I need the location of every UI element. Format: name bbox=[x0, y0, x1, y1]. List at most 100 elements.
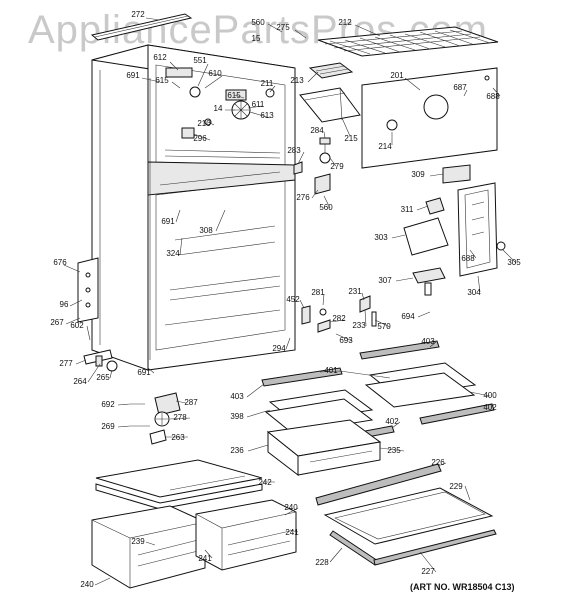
part-callout-307: 307 bbox=[378, 276, 392, 285]
part-callout-231: 231 bbox=[348, 287, 362, 296]
part-callout-308: 308 bbox=[199, 226, 213, 235]
part-callout-611: 611 bbox=[252, 100, 265, 109]
part-callout-215: 215 bbox=[344, 134, 358, 143]
part-callout-691: 691 bbox=[161, 217, 175, 226]
duct-304 bbox=[457, 182, 498, 277]
knob-311 bbox=[425, 197, 445, 215]
door-trim-272 bbox=[90, 13, 193, 41]
cabinet bbox=[91, 44, 296, 371]
part-callout-213: 213 bbox=[290, 76, 304, 85]
part-callout-694: 694 bbox=[401, 312, 415, 321]
part-callout-687: 687 bbox=[453, 83, 467, 92]
part-callout-212: 212 bbox=[338, 18, 352, 27]
part-callout-402: 402 bbox=[385, 417, 399, 426]
part-callout-688: 688 bbox=[461, 254, 475, 263]
housing-303 bbox=[403, 217, 449, 256]
part-callout-304: 304 bbox=[467, 288, 481, 297]
part-callout-201: 201 bbox=[390, 71, 404, 80]
pan-236 bbox=[266, 419, 382, 477]
part-callout-688: 688 bbox=[486, 92, 500, 101]
damper-284 bbox=[319, 137, 331, 164]
part-callout-401: 401 bbox=[324, 366, 338, 375]
part-callout-211: 211 bbox=[261, 79, 274, 88]
part-callout-235: 235 bbox=[387, 446, 401, 455]
glass-shelf-left bbox=[261, 367, 374, 434]
part-callout-272: 272 bbox=[131, 10, 145, 19]
part-callout-287: 287 bbox=[184, 398, 198, 407]
part-callout-214: 214 bbox=[378, 142, 392, 151]
part-callout-692: 692 bbox=[101, 400, 115, 409]
part-callout-267: 267 bbox=[50, 318, 64, 327]
part-callout-265: 265 bbox=[96, 373, 110, 382]
fan-motor-assembly bbox=[165, 67, 275, 139]
part-callout-398: 398 bbox=[230, 412, 244, 421]
part-callout-560: 560 bbox=[251, 18, 265, 27]
part-callout-303: 303 bbox=[374, 233, 388, 242]
part-callout-693: 693 bbox=[339, 336, 353, 345]
part-callout-226: 226 bbox=[431, 458, 445, 467]
small-brackets bbox=[301, 295, 377, 333]
bottom-hinge bbox=[83, 349, 118, 372]
part-callout-278: 278 bbox=[173, 413, 187, 422]
glass-shelf-right bbox=[321, 340, 495, 446]
part-callout-294: 294 bbox=[272, 344, 286, 353]
leader-lines bbox=[63, 17, 517, 586]
part-callout-233: 233 bbox=[352, 321, 366, 330]
part-callout-691: 691 bbox=[137, 368, 151, 377]
part-callout-240: 240 bbox=[80, 580, 94, 589]
part-callout-296: 296 bbox=[193, 134, 207, 143]
part-callout-551: 551 bbox=[193, 56, 207, 65]
part-callout-96: 96 bbox=[60, 300, 69, 309]
ice-bin-215 bbox=[299, 87, 361, 123]
part-callout-610: 610 bbox=[208, 69, 222, 78]
part-callout-403: 403 bbox=[230, 392, 244, 401]
callout-labels: 272 560 275 212 15 612 551 691 615 610 213 201 211 68… bbox=[50, 10, 521, 589]
part-callout-613: 613 bbox=[260, 111, 274, 120]
part-callout-236: 236 bbox=[230, 446, 244, 455]
part-callout-269: 269 bbox=[101, 422, 115, 431]
hinge-left bbox=[77, 257, 99, 323]
part-callout-305: 305 bbox=[507, 258, 521, 267]
screw-305 bbox=[496, 241, 506, 251]
part-callout-615: 615 bbox=[155, 76, 169, 85]
part-callout-228: 228 bbox=[315, 558, 329, 567]
control-307 bbox=[412, 267, 446, 296]
part-callout-277: 277 bbox=[59, 359, 73, 368]
part-callout-403: 403 bbox=[421, 337, 435, 346]
part-callout-279: 279 bbox=[330, 162, 344, 171]
part-callout-402: 402 bbox=[483, 403, 497, 412]
crisper-drawer-right bbox=[195, 499, 297, 571]
part-callout-14: 14 bbox=[214, 104, 223, 113]
part-callout-241: 241 bbox=[285, 528, 299, 537]
air-duct-cover-201 bbox=[361, 67, 498, 169]
part-callout-676: 676 bbox=[53, 258, 67, 267]
crisper-drawer-left bbox=[91, 505, 206, 589]
part-callout-275: 275 bbox=[276, 23, 290, 32]
part-callout-284: 284 bbox=[310, 126, 324, 135]
part-callout-283: 283 bbox=[287, 146, 301, 155]
part-callout-570: 570 bbox=[377, 322, 391, 331]
crisper-lid-242 bbox=[95, 459, 263, 510]
part-callout-227: 227 bbox=[421, 567, 435, 576]
part-callout-210: 210 bbox=[197, 119, 211, 128]
part-callout-602: 602 bbox=[70, 321, 84, 330]
part-callout-691: 691 bbox=[126, 71, 140, 80]
freezer-wire-shelf bbox=[317, 26, 499, 57]
part-callout-242: 242 bbox=[258, 478, 272, 487]
part-callout-281: 281 bbox=[311, 288, 325, 297]
part-callout-263: 263 bbox=[171, 433, 185, 442]
part-callout-264: 264 bbox=[73, 377, 87, 386]
crisper-cover-229 bbox=[315, 463, 494, 545]
part-callout-560: 560 bbox=[319, 203, 333, 212]
part-callout-15: 15 bbox=[252, 34, 261, 43]
part-callout-276: 276 bbox=[296, 193, 310, 202]
part-callout-282: 282 bbox=[332, 314, 346, 323]
part-callout-452: 452 bbox=[286, 295, 300, 304]
part-callout-400: 400 bbox=[483, 391, 497, 400]
part-callout-615: 615 bbox=[227, 91, 241, 100]
part-callout-239: 239 bbox=[131, 537, 145, 546]
part-callout-612: 612 bbox=[153, 53, 167, 62]
crisper-frame-227 bbox=[329, 529, 497, 566]
